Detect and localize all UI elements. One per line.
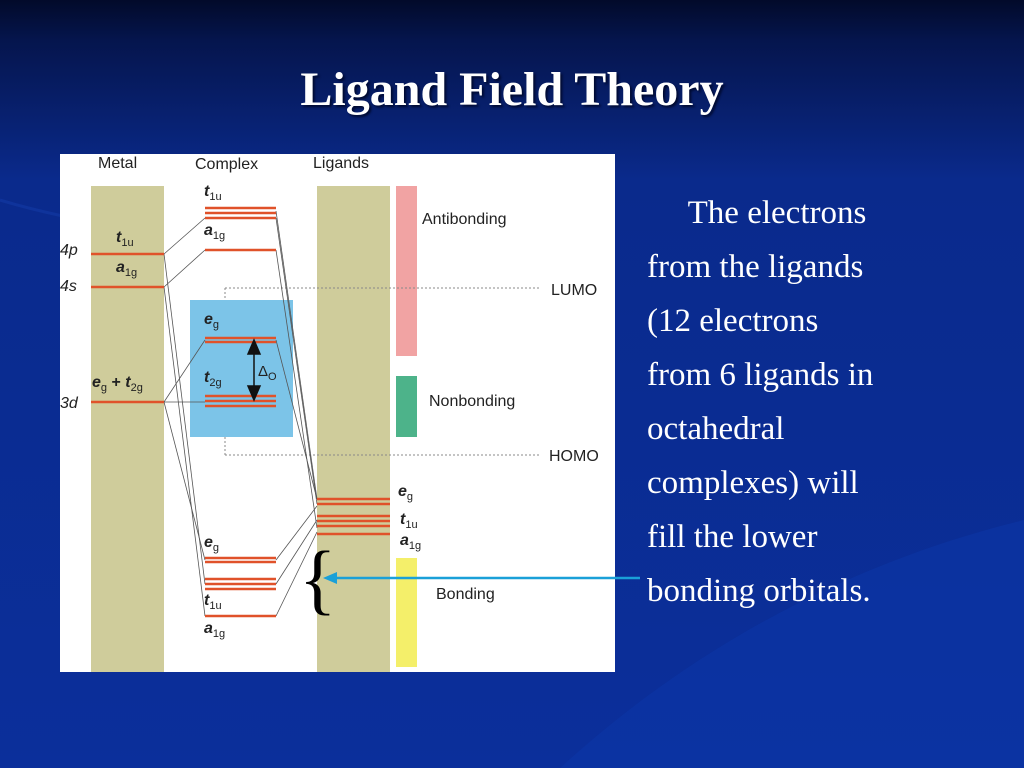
complex-t1u-label: t1u (204, 592, 222, 612)
complex-t2g-label: t2g (204, 369, 222, 389)
explanation-text: The electrons from the ligands (12 elect… (647, 195, 874, 609)
label-4s: 4s (60, 278, 77, 295)
metal-eg-t2g-label: eg + t2g (92, 374, 143, 394)
metal-header: Metal (98, 155, 137, 172)
bonding-bar (396, 558, 417, 667)
lumo-label: LUMO (551, 282, 597, 299)
nonbonding-label: Nonbonding (429, 393, 515, 410)
complex-eg-star-label: eg (204, 311, 219, 331)
complex-eg-label: eg (204, 534, 219, 554)
complex-header: Complex (195, 156, 258, 173)
bonding-label: Bonding (436, 586, 495, 603)
lumo-line (224, 287, 540, 300)
orbital-levels (91, 206, 390, 618)
delta-o-arrow (246, 338, 262, 402)
label-3d: 3d (60, 395, 79, 412)
metal-t1u-label: t1u (116, 229, 134, 249)
correlation-lines (163, 210, 318, 617)
antibonding-bar (396, 186, 417, 356)
delta-o-box (190, 300, 293, 437)
antibonding-label: Antibonding (422, 211, 507, 228)
complex-a1g-star-label: a1g (204, 222, 225, 242)
ligand-a1g-label: a1g (400, 532, 421, 552)
slide-title: Ligand Field Theory (300, 63, 724, 116)
homo-label: HOMO (549, 448, 599, 465)
mo-diagram: Metal Complex Ligands 4p 4s 3d t1u a1g e… (60, 154, 615, 672)
metal-column (91, 186, 164, 672)
ligands-column (317, 186, 390, 672)
ligand-eg-label: eg (398, 483, 413, 503)
complex-t1u-star-label: t1u (204, 183, 222, 203)
delta-o-label: ΔO (258, 363, 277, 383)
metal-a1g-label: a1g (116, 259, 137, 279)
nonbonding-bar (396, 376, 417, 437)
ligands-header: Ligands (313, 155, 369, 172)
homo-line (224, 437, 540, 456)
ligand-t1u-label: t1u (400, 511, 418, 531)
label-4p: 4p (60, 242, 78, 259)
complex-a1g-label: a1g (204, 620, 225, 640)
